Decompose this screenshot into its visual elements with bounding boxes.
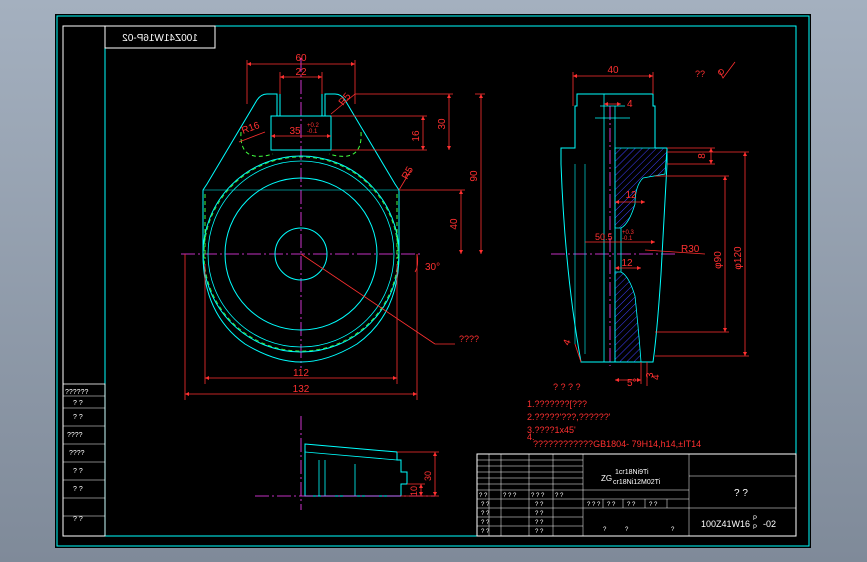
revision-row-1: ?????? — [65, 389, 88, 396]
svg-text:5°: 5° — [627, 378, 637, 389]
note-line-4: 4. — [527, 432, 535, 442]
svg-text:????: ???? — [459, 334, 479, 344]
revision-row-5: ???? — [69, 450, 85, 457]
material-prefix: ZG — [601, 474, 612, 483]
svg-text:40: 40 — [607, 65, 619, 76]
svg-text:35: 35 — [289, 126, 301, 137]
svg-text:?: ? — [671, 527, 675, 533]
svg-text:8: 8 — [697, 153, 708, 159]
title-block: ZG 1cr18Ni9Ti cr18Ni12M02Ti ? ? 100Z41W1… — [476, 453, 797, 537]
svg-text:40: 40 — [449, 218, 460, 230]
revision-row-4: ???? — [67, 432, 83, 439]
note-line-1: 1.???????[??? — [527, 399, 587, 409]
svg-text:60: 60 — [295, 53, 307, 64]
bottom-dimensions — [397, 451, 439, 497]
revision-block: ?????? ? ? ? ? ???? ???? ? ? ? ? ? ? — [62, 383, 106, 537]
drawing-name: ? ? — [734, 488, 748, 499]
drawing-area-border — [104, 25, 797, 537]
svg-text:3: 3 — [645, 372, 656, 378]
svg-text:? ? ?: ? ? ? — [587, 502, 601, 508]
material-top: 1cr18Ni9Ti — [615, 469, 649, 476]
svg-text:-0.1: -0.1 — [622, 236, 633, 242]
revision-row-2: ? ? — [73, 400, 83, 407]
svg-text:132: 132 — [293, 384, 310, 395]
svg-text:22: 22 — [295, 67, 307, 78]
svg-text:4: 4 — [561, 338, 573, 347]
svg-text:30: 30 — [437, 118, 448, 130]
revision-row-7: ? ? — [73, 486, 83, 493]
technical-notes: ? ? ? ? 1.???????[??? 2.?????'???,??????… — [527, 382, 701, 449]
svg-text:? ?: ? ? — [535, 529, 544, 535]
svg-text:90: 90 — [469, 170, 480, 182]
note-line-3: 3.????1x45' — [527, 425, 576, 435]
svg-text:30: 30 — [423, 471, 433, 481]
note-line-5: ????????????GB1804- 79H14,h14,±IT14 — [533, 439, 701, 449]
note-line-2: 2.?????'???,??????' — [527, 412, 611, 422]
side-dimensions — [572, 72, 749, 386]
svg-text:? ?: ? ? — [481, 520, 490, 526]
svg-text:-0.1: -0.1 — [307, 129, 318, 135]
svg-text:?: ? — [625, 527, 629, 533]
svg-text:? ?: ? ? — [481, 511, 490, 517]
drawing-sheet: 100Z41W16P -02 — [55, 14, 811, 548]
svg-text:50.5: 50.5 — [595, 232, 613, 242]
drawing-number-main: 100Z41W16 — [701, 519, 750, 529]
drawing-number-sub: P — [753, 525, 757, 531]
outer-frame — [56, 15, 810, 547]
svg-text:? ?: ? ? — [481, 529, 490, 535]
svg-text:??: ?? — [695, 69, 705, 79]
front-dimension-labels: 60 22 35 +0.2 -0.1 R5 R16 16 30 90 40 R5… — [240, 53, 480, 395]
stamp-box: 100Z41W16P-02 — [104, 25, 216, 49]
material-bottom: cr18Ni12M02Ti — [613, 479, 661, 486]
svg-text:+0.2: +0.2 — [307, 123, 320, 129]
svg-text:10: 10 — [409, 486, 419, 496]
svg-text:112: 112 — [293, 368, 309, 379]
svg-text:? ?: ? ? — [649, 502, 658, 508]
svg-text:R30: R30 — [681, 244, 700, 255]
drawing-number-suffix: -02 — [763, 519, 776, 529]
revision-row-6: ? ? — [73, 468, 83, 475]
svg-text:? ?: ? ? — [481, 502, 490, 508]
svg-text:? ?: ? ? — [535, 511, 544, 517]
svg-text:4: 4 — [627, 99, 633, 110]
notes-heading: ? ? ? ? — [553, 382, 581, 392]
svg-text:? ?: ? ? — [607, 502, 616, 508]
svg-text:? ?: ? ? — [535, 502, 544, 508]
roughness-mark: ?? — [695, 61, 736, 79]
svg-text:? ?: ? ? — [627, 502, 636, 508]
svg-text:? ?: ? ? — [479, 493, 488, 499]
svg-text:12: 12 — [621, 258, 633, 269]
svg-text:30°: 30° — [425, 262, 440, 273]
svg-text:4: 4 — [651, 374, 662, 380]
svg-text:? ? ?: ? ? ? — [503, 493, 517, 499]
front-view — [181, 58, 423, 368]
revision-row-8: ? ? — [73, 516, 83, 523]
svg-text:+0.3: +0.3 — [622, 230, 635, 236]
svg-text:φ120: φ120 — [733, 246, 744, 270]
svg-text:12: 12 — [625, 190, 637, 201]
svg-text:? ?: ? ? — [535, 520, 544, 526]
svg-text:? ? ?: ? ? ? — [531, 493, 545, 499]
svg-text:φ90: φ90 — [713, 251, 724, 269]
svg-text:16: 16 — [411, 130, 422, 142]
stamp-text: 100Z41W16P-02 — [122, 33, 198, 44]
bottom-dimension-labels: 10 30 — [409, 471, 433, 496]
drawing-number-sup: P — [753, 516, 757, 522]
front-dimensions — [184, 60, 485, 400]
revision-row-3: ? ? — [73, 414, 83, 421]
svg-text:?: ? — [603, 527, 607, 533]
drawing-canvas: 100Z41W16P -02 — [55, 14, 811, 548]
svg-text:? ?: ? ? — [555, 493, 564, 499]
side-dimension-labels: 40 4 8 12 50.5 +0.3 -0.1 R30 12 φ90 φ120… — [561, 65, 744, 389]
